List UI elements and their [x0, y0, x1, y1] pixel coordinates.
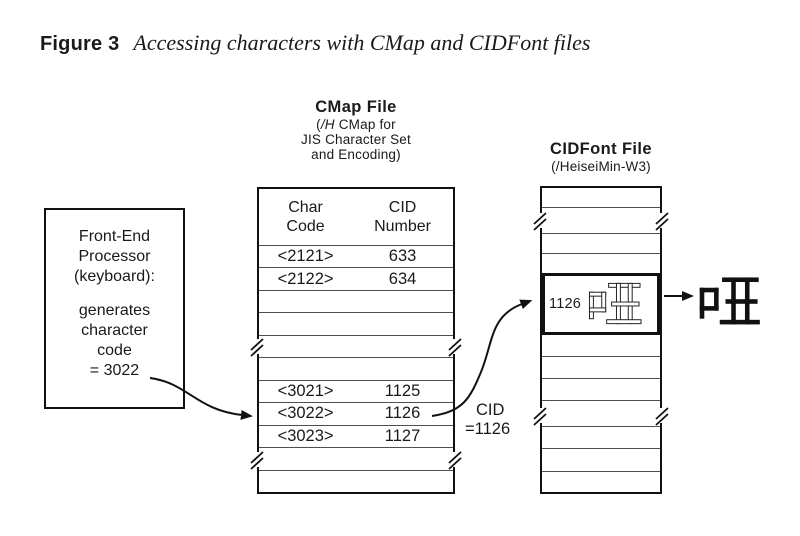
cmap-file-heading: CMap File (/H CMap for JIS Character Set…	[246, 97, 466, 162]
cmap-row-empty	[259, 312, 453, 334]
cmap-subtitle-open-paren: (	[316, 117, 321, 132]
front-end-processor-box: Front-End Processor (keyboard): generate…	[44, 208, 185, 409]
cid-number-cell: 1126	[384, 404, 421, 423]
glyph-outline-icon	[588, 282, 642, 325]
figure-caption: Accessing characters with CMap and CIDFo…	[133, 30, 591, 55]
fep-line: Processor	[78, 248, 151, 265]
fep-line: generates	[78, 302, 151, 319]
cmap-col-header-charcode: Char Code	[259, 198, 352, 236]
fep-line: character	[81, 322, 148, 339]
output-glyph-icon	[699, 277, 760, 325]
cidfont-row-empty	[542, 356, 660, 378]
cmap-row-3021: <3021> 1125	[259, 379, 453, 402]
cmap-row-2122: <2122> 634	[259, 267, 453, 289]
cmap-subtitle-line3: and Encoding)	[311, 147, 401, 162]
cidfont-row-break	[542, 400, 660, 426]
cmap-row-empty	[259, 469, 453, 492]
cidfont-subtitle: (/HeiseiMin-W3)	[551, 159, 651, 174]
fep-line: Front-End	[78, 228, 151, 245]
figure-number-label: Figure 3	[40, 33, 120, 55]
cid-result-label: CID =1126	[465, 401, 510, 439]
cmap-row-break	[259, 334, 453, 357]
cmap-table: Char Code CID Number <2121> 633 <2122> 634…	[257, 187, 455, 494]
cidfont-file-title: CIDFont File	[550, 140, 652, 158]
cmap-subtitle-line1: (/H CMap for	[246, 117, 466, 132]
cmap-col2-header-line1: CID	[388, 199, 417, 216]
fep-line: code	[97, 342, 132, 359]
cid-result-label-line1: CID	[476, 401, 505, 419]
cidfont-row-empty	[542, 378, 660, 400]
cmap-subtitle-h-name: /H	[320, 117, 335, 132]
cmap-row-break	[259, 447, 453, 469]
cmap-col-header-cidnumber: CID Number	[352, 198, 453, 236]
cmap-col1-header-line1: Char	[288, 199, 323, 216]
cidfont-row-empty	[542, 253, 660, 273]
matched-cid-number: 1126	[549, 296, 581, 312]
char-code-cell: <3023>	[277, 426, 334, 445]
cmap-subtitle-line2: JIS Character Set	[301, 132, 411, 147]
cidfont-row-break	[542, 207, 660, 233]
cid-number-cell: 1125	[384, 381, 421, 400]
cidfont-row-empty	[542, 471, 660, 492]
char-code-cell: <3021>	[277, 381, 334, 400]
cmap-col2-header-line2: Number	[374, 218, 431, 235]
cmap-row-2121: <2121> 633	[259, 245, 453, 267]
cmap-row-empty	[259, 289, 453, 312]
figure-title: Figure 3 Accessing characters with CMap a…	[40, 30, 590, 56]
cmap-row-3022-matched: <3022> 1126	[259, 402, 453, 424]
cmap-row-empty	[259, 357, 453, 379]
cidfont-row-empty	[542, 335, 660, 356]
cid-number-cell: 634	[388, 269, 417, 288]
char-code-cell: <2121>	[277, 247, 334, 266]
cmap-row-3023: <3023> 1127	[259, 424, 453, 447]
cidfont-file-heading: CIDFont File (/HeiseiMin-W3)	[511, 139, 691, 174]
cidfont-table: 1126	[540, 186, 662, 494]
cmap-table-header: Char Code CID Number	[259, 189, 453, 245]
cid-number-cell: 633	[388, 247, 417, 266]
cidfont-row-empty	[542, 188, 660, 207]
cmap-subtitle-rest: CMap for	[334, 117, 396, 132]
cidfont-row-empty	[542, 426, 660, 448]
cmap-file-title: CMap File	[315, 98, 397, 116]
cid-result-label-line2: =1126	[465, 420, 511, 438]
cmap-col1-header-line2: Code	[286, 218, 325, 235]
fep-line: (keyboard):	[74, 268, 155, 285]
cidfont-row-empty	[542, 233, 660, 253]
cidfont-matched-glyph-cell: 1126	[542, 273, 660, 335]
fep-generated-code: = 3022	[89, 362, 140, 379]
cid-number-cell: 1127	[384, 426, 421, 445]
char-code-cell: <3022>	[277, 404, 334, 423]
cidfont-row-empty	[542, 448, 660, 471]
char-code-cell: <2122>	[277, 269, 334, 288]
